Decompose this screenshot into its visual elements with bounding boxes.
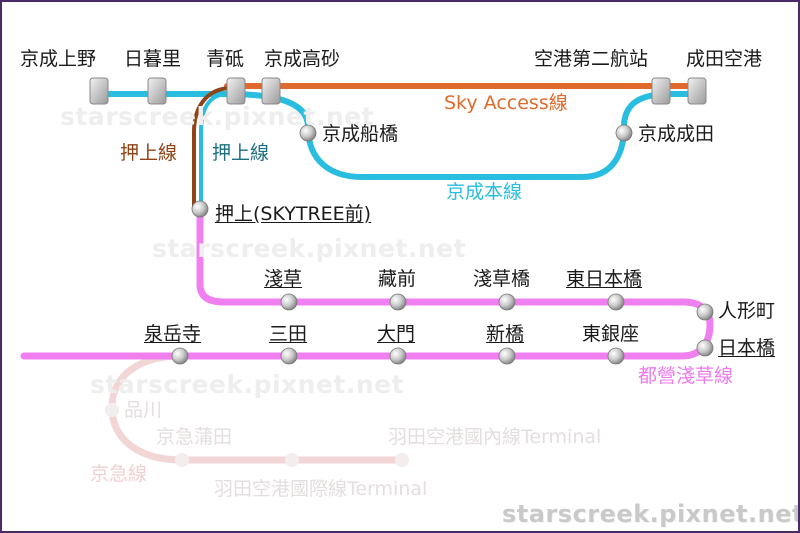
station-label-kuramae[interactable]: 藏前	[378, 268, 417, 290]
station-marker-kuko-daini[interactable]	[651, 77, 671, 105]
station-marker-nippori[interactable]	[147, 77, 167, 105]
station-marker-aoto[interactable]	[226, 77, 246, 105]
line-name-keisei-main: 京成本線	[446, 181, 523, 203]
station-label-haneda-intl[interactable]: 羽田空港國際線Terminal	[214, 478, 428, 500]
station-marker-keisei-takasago[interactable]	[261, 77, 281, 105]
station-marker-asakusa[interactable]	[280, 293, 298, 311]
station-label-daimon[interactable]: 大門	[377, 323, 416, 345]
station-marker-shimbashi[interactable]	[498, 347, 516, 365]
watermark-1: starscreek.pixnet.net	[60, 102, 375, 131]
station-marker-keisei-funabashi[interactable]	[299, 124, 317, 142]
station-marker-keisei-narita[interactable]	[615, 124, 633, 142]
line-name-keikyu: 京急線	[90, 463, 148, 485]
line-name-sky-access: Sky Access線	[444, 92, 568, 114]
watermark-3: starscreek.pixnet.net	[90, 370, 405, 399]
oshiage-line-brown	[192, 86, 234, 210]
station-label-sengakuji[interactable]: 泉岳寺	[144, 323, 202, 345]
station-marker-narita-kuko[interactable]	[687, 77, 707, 105]
station-marker-keisei-ueno[interactable]	[89, 77, 109, 105]
station-label-asakusabashi[interactable]: 淺草橋	[473, 268, 531, 290]
station-marker-haneda-intl[interactable]	[285, 453, 299, 467]
station-label-keisei-ueno[interactable]: 京成上野	[20, 48, 97, 70]
station-label-keisei-funabashi[interactable]: 京成船橋	[322, 123, 399, 145]
station-marker-higashi-nihombashi[interactable]	[607, 293, 625, 311]
station-label-nihombashi[interactable]: 日本橋	[718, 337, 776, 359]
station-label-shimbashi[interactable]: 新橋	[486, 323, 525, 345]
station-marker-shinagawa[interactable]	[105, 403, 119, 417]
station-marker-daimon[interactable]	[389, 347, 407, 365]
oshiage-line-teal	[199, 92, 230, 210]
line-name-oshiage-brown: 押上線	[120, 142, 178, 164]
station-marker-mita[interactable]	[280, 347, 298, 365]
keisei-main-line	[95, 91, 699, 180]
watermark-corner: starscreek.pixnet.net	[502, 500, 800, 528]
station-label-narita-kuko[interactable]: 成田空港	[686, 48, 763, 70]
station-marker-ningyocho[interactable]	[696, 303, 714, 321]
station-label-keikyu-kamata[interactable]: 京急蒲田	[156, 426, 233, 448]
station-marker-asakusabashi[interactable]	[498, 293, 516, 311]
station-label-keisei-narita[interactable]: 京成成田	[638, 123, 715, 145]
watermark-2: starscreek.pixnet.net	[152, 234, 467, 263]
station-label-higashi-nihombashi[interactable]: 東日本橋	[566, 268, 643, 290]
station-marker-keikyu-kamata[interactable]	[175, 453, 189, 467]
station-marker-haneda-domestic[interactable]	[395, 453, 409, 467]
line-name-asakusa: 都營淺草線	[638, 365, 734, 387]
station-label-higashi-ginza[interactable]: 東銀座	[582, 323, 640, 345]
station-label-haneda-domestic[interactable]: 羽田空港國內線Terminal	[388, 426, 602, 448]
station-label-keisei-takasago[interactable]: 京成高砂	[264, 48, 341, 70]
station-label-shinagawa[interactable]: 品川	[124, 399, 163, 421]
station-marker-oshiage[interactable]	[191, 200, 209, 218]
station-label-ningyocho[interactable]: 人形町	[718, 300, 776, 322]
station-marker-nihombashi[interactable]	[696, 339, 714, 357]
station-marker-sengakuji[interactable]	[171, 347, 189, 365]
station-label-nippori[interactable]: 日暮里	[124, 48, 182, 70]
station-label-mita[interactable]: 三田	[269, 323, 308, 345]
line-name-oshiage-teal: 押上線	[212, 142, 270, 164]
station-label-asakusa[interactable]: 淺草	[264, 268, 303, 290]
station-label-aoto[interactable]: 青砥	[206, 48, 245, 70]
station-label-kuko-daini[interactable]: 空港第二航站	[534, 48, 649, 70]
station-marker-higashi-ginza[interactable]	[607, 347, 625, 365]
station-marker-kuramae[interactable]	[389, 293, 407, 311]
station-label-oshiage[interactable]: 押上(SKYTREE前)	[215, 203, 372, 225]
